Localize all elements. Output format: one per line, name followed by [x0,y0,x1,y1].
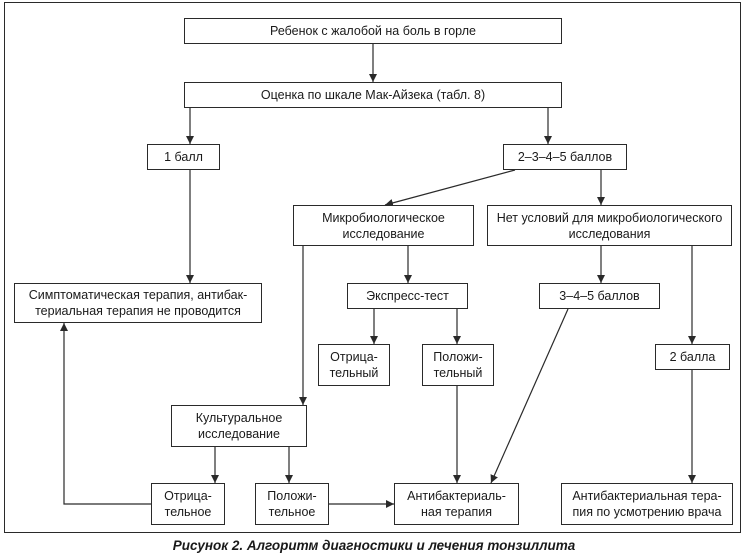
arrow-culture-neg-to-symptomatic [60,323,151,505]
node-culture-negative: Отрица- тельное [151,483,225,525]
node-score-1: 1 балл [147,144,220,170]
node-antibiotic-therapy: Антибактериаль- ная терапия [394,483,519,525]
node-antibiotic-at-doctor-discretion: Антибактериальная тера- пия по усмотрени… [561,483,733,525]
arrow-score-2-5-to-micro-test [384,169,516,207]
diagram-frame [4,2,741,533]
node-express-negative: Отрица- тельный [318,344,390,386]
flowchart-connectors [60,44,696,508]
node-start: Ребенок с жалобой на боль в горле [184,18,562,44]
node-no-microbiological-conditions: Нет условий для микробиологического иссл… [487,205,732,246]
node-express-positive: Положи- тельный [422,344,494,386]
node-express-test: Экспресс-тест [347,283,468,309]
node-culture-positive: Положи- тельное [255,483,329,525]
node-score-3-5: 3–4–5 баллов [539,283,660,309]
node-microbiological-test: Микробиологическое исследование [293,205,474,246]
figure-caption: Рисунок 2. Алгоритм диагностики и лечени… [172,538,576,553]
arrow-score-3-5-to-antibiotic [490,308,569,484]
node-score-2-5: 2–3–4–5 баллов [503,144,627,170]
node-mcisaac-score: Оценка по шкале Мак-Айзека (табл. 8) [184,82,562,108]
node-score-2: 2 балла [655,344,730,370]
node-symptomatic-therapy: Симптоматическая терапия, антибак- териа… [14,283,262,323]
node-culture-test: Культуральное исследование [171,405,307,447]
